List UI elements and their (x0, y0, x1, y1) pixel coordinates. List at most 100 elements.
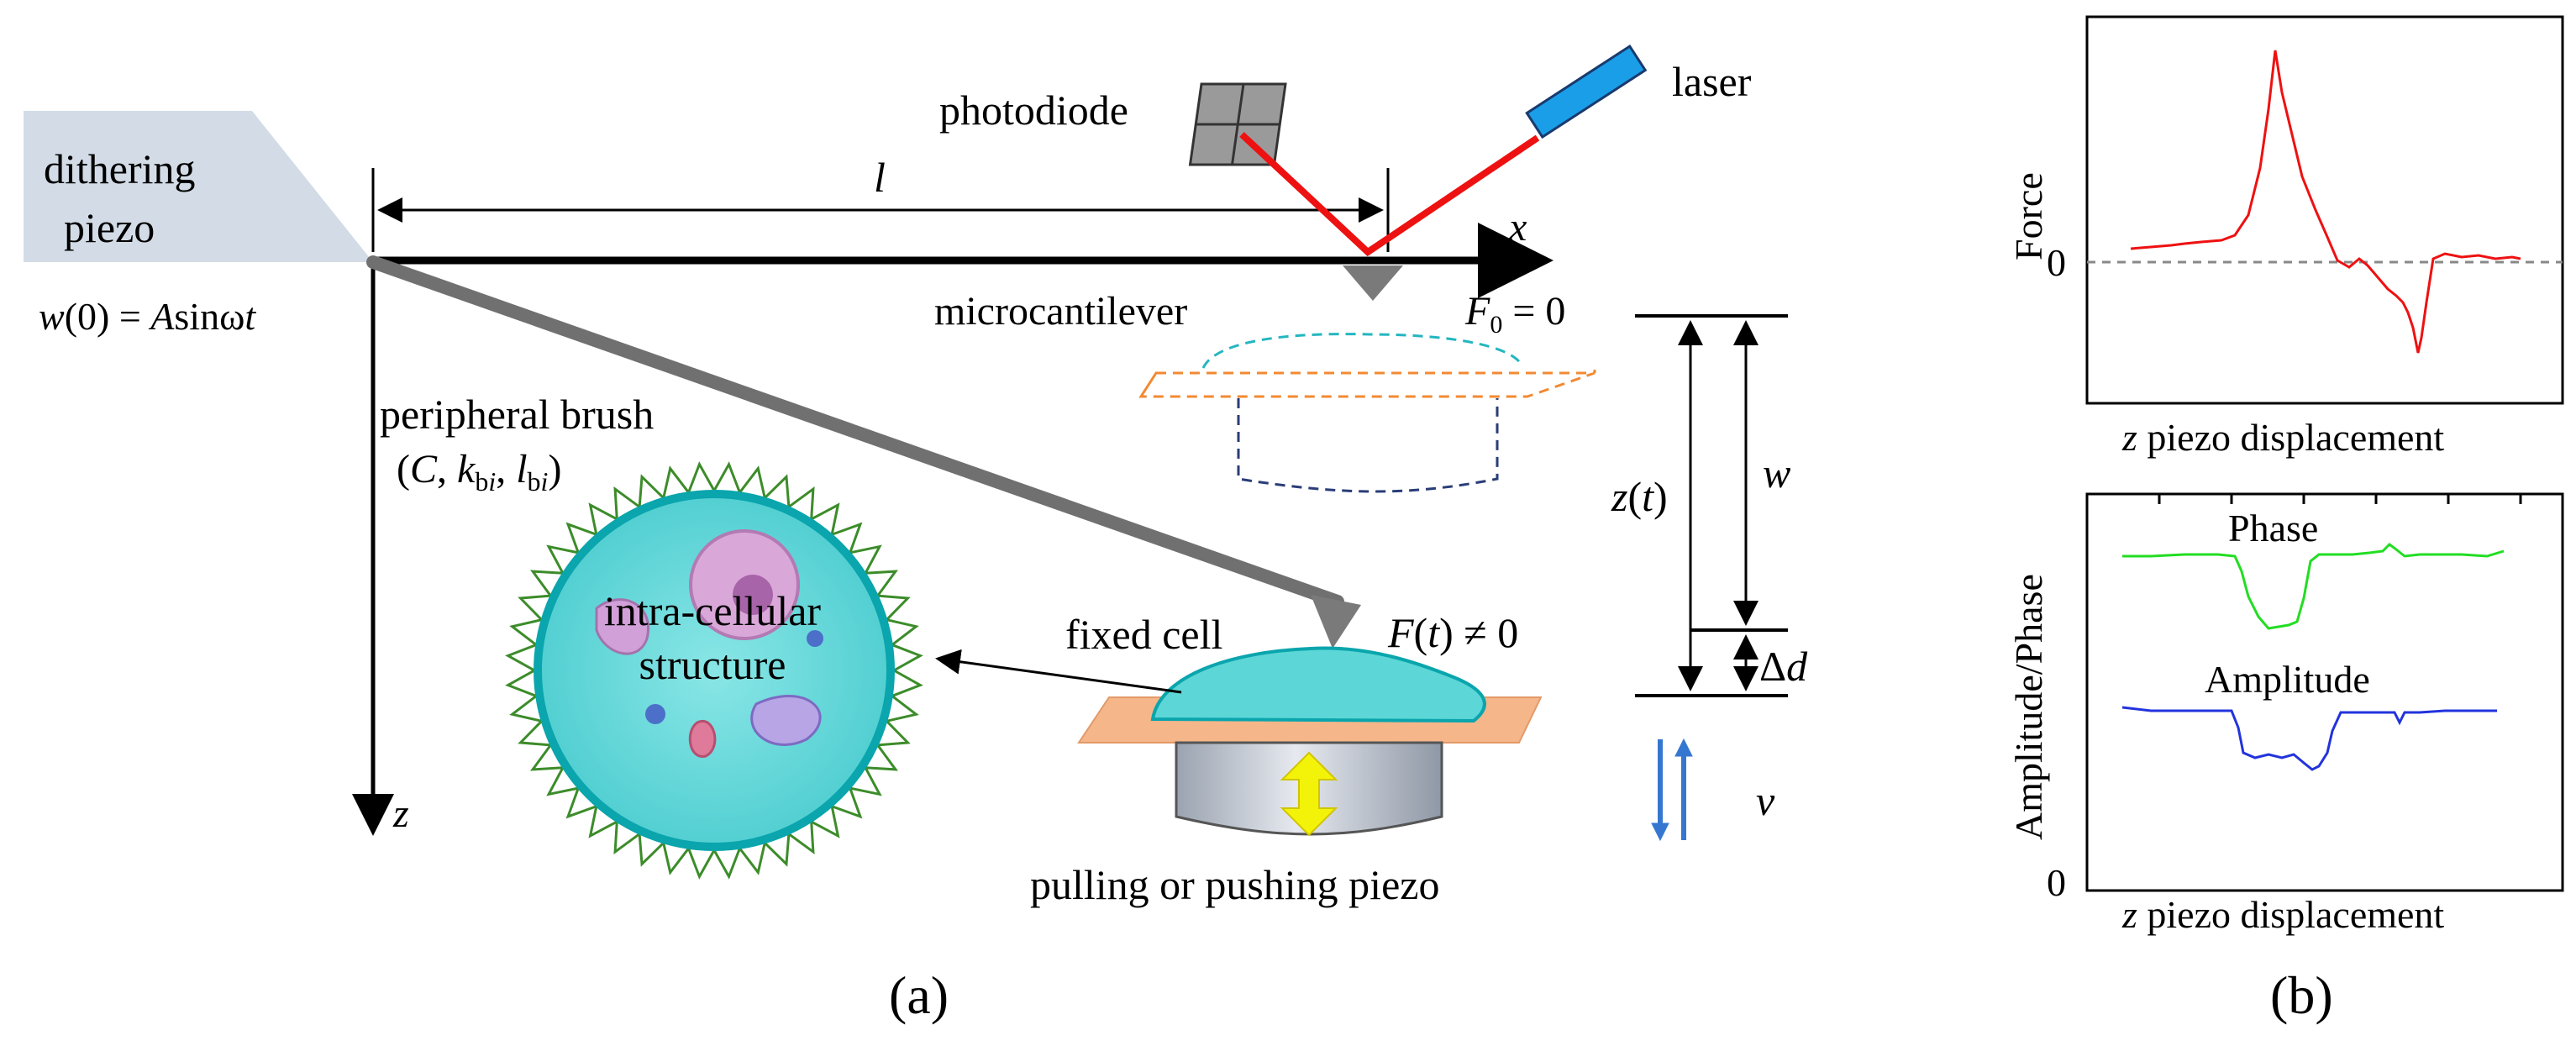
photodiode-label: photodiode (939, 87, 1128, 134)
laser-label: laser (1672, 58, 1752, 105)
force-zero-label: F0 = 0 (1464, 289, 1565, 339)
force-plot-zero-tick: 0 (2047, 241, 2066, 284)
deflected-cantilever (366, 255, 1344, 608)
brush-segment (712, 461, 741, 493)
brush-segment (505, 644, 537, 672)
force-curve (2130, 50, 2521, 354)
brush-segment (865, 744, 899, 771)
brush-segment (764, 833, 791, 867)
brush-segment (788, 821, 815, 855)
panel-a-caption: (a) (889, 965, 949, 1025)
brush-segment (831, 522, 863, 554)
brush-segment (529, 744, 564, 771)
brush-segment (687, 461, 716, 493)
brush-segment (518, 594, 551, 621)
dithering-piezo-block (24, 111, 373, 262)
brush-segment (764, 474, 791, 507)
panel-a: dithering piezo w(0) = Asinωt x z l micr… (24, 44, 1808, 1025)
dithering-piezo-label-line2: piezo (64, 204, 155, 251)
panel-b-caption: (b) (2270, 965, 2333, 1025)
brush-segment (529, 570, 564, 596)
z-t-label: z(t) (1611, 473, 1668, 520)
laser-icon (1525, 44, 1648, 139)
ghost-stage-outline (1138, 370, 1596, 398)
velocity-arrows-icon (1651, 738, 1693, 842)
ghost-piezo-outline (1237, 398, 1499, 493)
brush-segment (613, 486, 640, 520)
brush-segment (546, 544, 579, 575)
velocity-label: v (1756, 777, 1775, 824)
brush-segment (509, 695, 543, 723)
brush-segment (788, 486, 815, 520)
brush-label-line2: (C, kbi, lbi) (397, 447, 561, 497)
amplitude-series-label: Amplitude (2205, 658, 2370, 701)
brush-segment (891, 644, 923, 672)
microcantilever-label: microcantilever (934, 289, 1187, 334)
force-plot-xlabel: z piezo displacement (2121, 416, 2444, 459)
brush-segment (877, 594, 911, 621)
x-axis-label: x (1508, 205, 1527, 250)
fixed-cell-pointer-arrow (935, 649, 1182, 694)
brush-segment (546, 766, 579, 796)
phase-series-label: Phase (2228, 507, 2318, 549)
intracellular-label-line1: intra-cellular (604, 587, 822, 634)
dithering-piezo-label-line1: dithering (44, 145, 196, 192)
brush-segment (518, 720, 551, 747)
peripheral-brush (505, 461, 923, 880)
microcantilever-tip (1343, 265, 1403, 301)
brush-segment (588, 806, 618, 838)
length-l-label: l (874, 154, 886, 201)
brush-segment (849, 544, 882, 575)
force-t-label: F(t) ≠ 0 (1387, 609, 1518, 656)
w-label: w (1763, 449, 1790, 497)
brush-segment (739, 842, 766, 875)
photodiode-icon (1188, 82, 1287, 166)
brush-segment (662, 842, 690, 875)
panel-b: 0 Force z piezo displacement 0 Amplitude… (2007, 15, 2564, 1025)
brush-segment (810, 502, 840, 535)
piezo-label: pulling or pushing piezo (1030, 861, 1439, 908)
cell-illustration: intra-cellular structure (505, 461, 923, 880)
brush-segment (638, 833, 665, 867)
brush-segment (565, 522, 597, 554)
brush-segment (877, 720, 911, 747)
fixed-cell (1150, 646, 1486, 723)
brush-segment (712, 848, 741, 880)
brush-segment (739, 465, 766, 499)
brush-segment (886, 618, 919, 646)
force-plot-frame (2085, 15, 2564, 405)
amp-phase-plot-frame (2085, 492, 2564, 892)
brush-segment (865, 570, 899, 596)
ghost-cell-outline (1201, 333, 1524, 369)
brush-segment (810, 806, 840, 838)
brush-label-line1: peripheral brush (380, 391, 654, 438)
intracellular-label-line2: structure (639, 641, 786, 688)
brush-segment (687, 848, 716, 880)
brush-segment (849, 766, 882, 796)
brush-segment (638, 474, 665, 507)
amp-phase-plot-ylabel: Amplitude/Phase (2007, 574, 2050, 840)
laser-beam (1239, 132, 1540, 257)
deflected-cantilever-tip (1311, 595, 1361, 649)
force-plot-ylabel: Force (2007, 172, 2050, 260)
amp-phase-plot-xlabel: z piezo displacement (2121, 893, 2444, 936)
amp-phase-plot-zero-tick: 0 (2047, 861, 2066, 904)
brush-segment (891, 669, 923, 697)
brush-segment (565, 787, 597, 819)
z-axis-label: z (392, 791, 409, 836)
brush-segment (886, 695, 919, 723)
brush-segment (588, 502, 618, 535)
piezo-motion-arrow (1280, 751, 1338, 837)
fixed-cell-label: fixed cell (1065, 611, 1222, 658)
brush-segment (505, 669, 537, 697)
brush-segment (509, 618, 543, 646)
amp-phase-plot-top-ticks (2158, 494, 2522, 504)
delta-d-label: Δd (1759, 643, 1808, 690)
amplitude-curve (2121, 706, 2497, 771)
boundary-condition-label: w(0) = Asinωt (39, 295, 256, 338)
brush-segment (613, 821, 640, 855)
phase-curve (2122, 543, 2505, 630)
brush-segment (831, 787, 863, 819)
brush-segment (662, 465, 690, 499)
